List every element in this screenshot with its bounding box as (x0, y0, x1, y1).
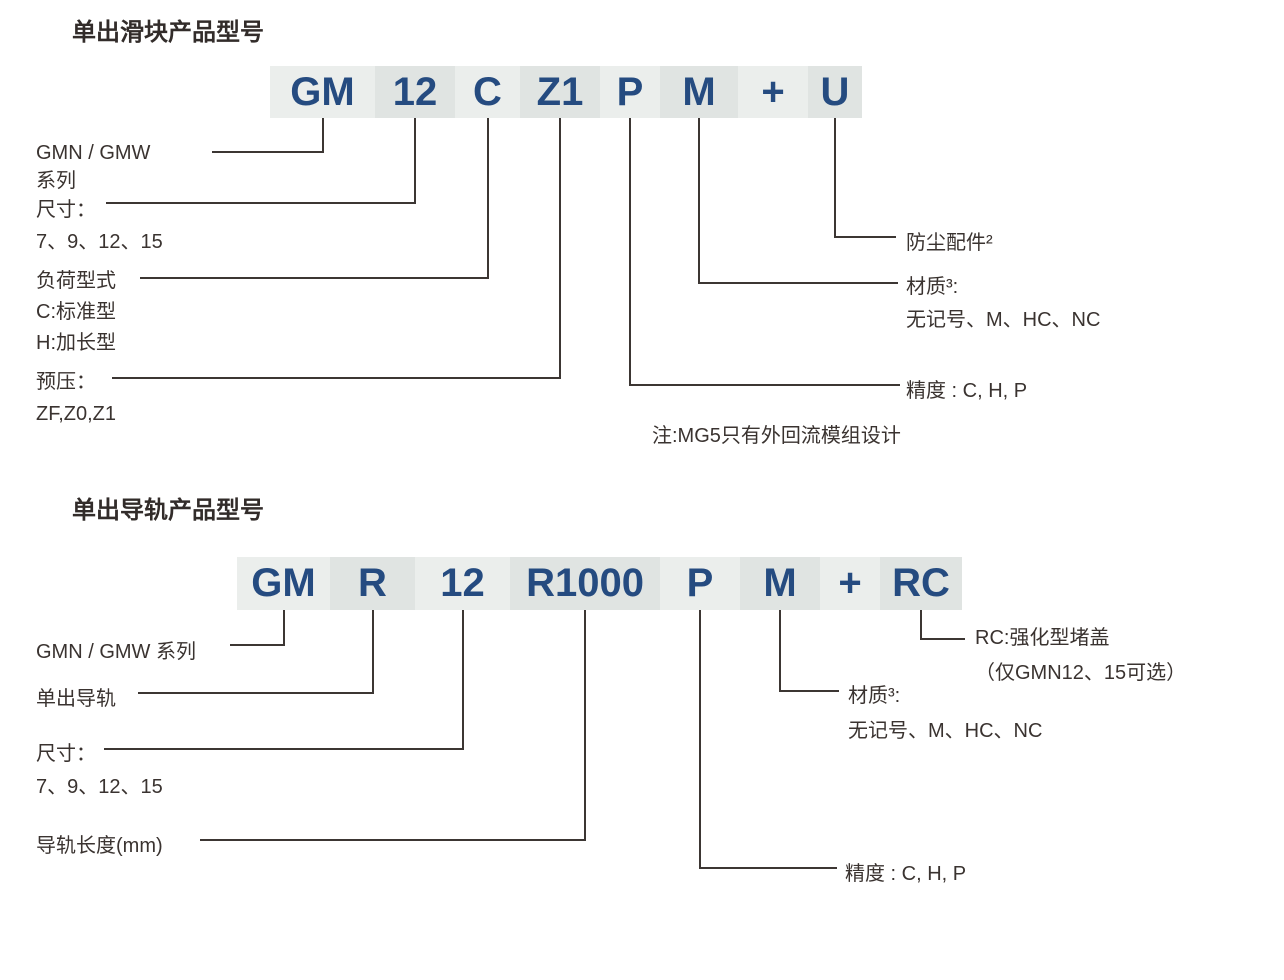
connector-line (584, 610, 586, 841)
label-size: 尺寸： 7、9、12、15 (36, 194, 163, 258)
label-series: GMN / GMW 系列 (36, 139, 150, 195)
code-block-dust: U (808, 66, 862, 118)
code-block-size: 12 (415, 557, 510, 610)
plus-sign: + (738, 66, 808, 118)
connector-line (698, 118, 700, 284)
label-single-rail: 单出导轨 (36, 688, 116, 710)
connector-line (920, 638, 965, 640)
code-block-rail: R (330, 557, 415, 610)
label-size-line1: 尺寸： (36, 199, 96, 221)
code-block-material: M (740, 557, 820, 610)
code-block-gm: GM (270, 66, 375, 118)
connector-line (698, 282, 898, 284)
label-load-line3: H:加长型 (36, 332, 116, 354)
diagram2-title: 单出导轨产品型号 (72, 497, 264, 524)
label-preload-line2: ZF,Z0,Z1 (36, 403, 117, 425)
label-size-line2: 7、9、12、15 (36, 776, 163, 798)
label-size-line2: 7、9、12、15 (36, 231, 163, 253)
label-load-line1: 负荷型式 (36, 270, 116, 292)
label-material-line2: 无记号、M、HC、NC (906, 309, 1101, 331)
connector-line (414, 118, 416, 204)
connector-line (487, 118, 489, 279)
connector-line (322, 118, 324, 153)
label-material-line1: 材质³: (906, 276, 959, 298)
connector-line (104, 748, 464, 750)
connector-line (629, 118, 631, 386)
label-preload-line1: 预压： (36, 371, 96, 393)
label-series-line2: 系列 (36, 170, 76, 192)
connector-line (212, 151, 324, 153)
connector-line (699, 867, 837, 869)
code-block-precision: P (600, 66, 660, 118)
connector-line (200, 839, 586, 841)
connector-line (230, 644, 285, 646)
label-rc-cap: RC:强化型堵盖 （仅GMN12、15可选） (975, 621, 1186, 691)
label-rc-line2: （仅GMN12、15可选） (975, 662, 1187, 684)
code-block-material: M (660, 66, 738, 118)
label-series: GMN / GMW 系列 (36, 641, 196, 663)
code-block-load: C (455, 66, 520, 118)
label-rc-line1: RC:强化型堵盖 (975, 627, 1110, 649)
diagram1-note: 注:MG5只有外回流模组设计 (652, 425, 901, 447)
label-material: 材质³: 无记号、M、HC、NC (906, 271, 1100, 337)
connector-line (559, 118, 561, 379)
code-block-size: 12 (375, 66, 455, 118)
label-rail-length: 导轨长度(mm) (36, 835, 163, 857)
label-series-line1: GMN / GMW (36, 142, 151, 164)
label-material-line1: 材质³: (848, 685, 901, 707)
label-precision: 精度 : C, H, P (845, 863, 967, 885)
label-precision: 精度 : C, H, P (906, 380, 1028, 402)
connector-line (462, 610, 464, 750)
code-block-gm: GM (237, 557, 330, 610)
diagram1-title: 单出滑块产品型号 (72, 19, 264, 46)
label-preload: 预压： ZF,Z0,Z1 (36, 366, 116, 430)
code-block-preload: Z1 (520, 66, 600, 118)
plus-sign: + (820, 557, 880, 610)
label-load-type: 负荷型式 C:标准型 H:加长型 (36, 266, 116, 359)
connector-line (106, 202, 416, 204)
code-block-precision: P (660, 557, 740, 610)
label-dust-accessory: 防尘配件² (906, 232, 993, 254)
connector-line (779, 610, 781, 692)
code-block-rc-cap: RC (880, 557, 962, 610)
connector-line (138, 692, 374, 694)
connector-line (699, 610, 701, 869)
connector-line (834, 236, 896, 238)
connector-line (834, 118, 836, 238)
label-size-line1: 尺寸： (36, 743, 96, 765)
connector-line (140, 277, 489, 279)
connector-line (112, 377, 561, 379)
label-size: 尺寸： 7、9、12、15 (36, 738, 163, 804)
label-load-line2: C:标准型 (36, 301, 116, 323)
diagram1-code-row: GM 12 C Z1 P M + U (270, 66, 862, 118)
connector-line (283, 610, 285, 646)
connector-line (920, 610, 922, 640)
code-block-length: R1000 (510, 557, 660, 610)
connector-line (779, 690, 839, 692)
connector-line (629, 384, 900, 386)
connector-line (372, 610, 374, 694)
diagram2-code-row: GM R 12 R1000 P M + RC (237, 557, 962, 610)
label-material: 材质³: 无记号、M、HC、NC (848, 679, 1042, 749)
label-material-line2: 无记号、M、HC、NC (848, 720, 1043, 742)
